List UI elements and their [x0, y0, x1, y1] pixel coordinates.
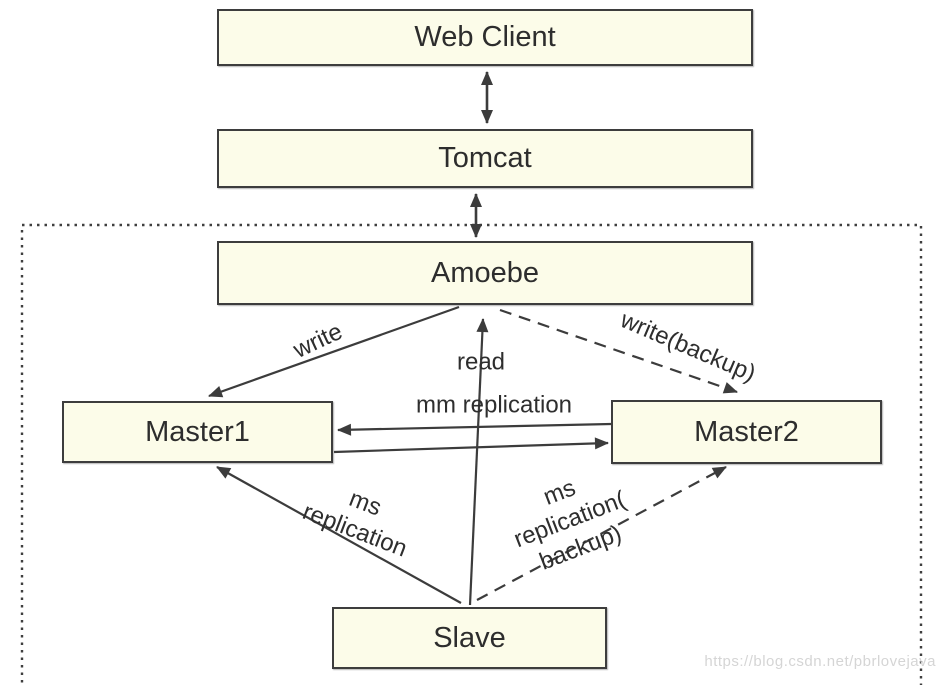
cluster-dotted-border [20, 223, 923, 685]
edge-label-mm-replication: mm replication [415, 391, 573, 419]
node-master1-label: Master1 [145, 415, 250, 448]
node-master2-label: Master2 [694, 415, 799, 448]
node-slave: Slave [332, 607, 607, 669]
arrow-ms-replication-slave-master1 [216, 466, 462, 604]
arrow-ms-replication-backup-slave-master2 [476, 466, 727, 601]
node-web-client-label: Web Client [414, 21, 556, 53]
arrow-mm-replication-master2-master1 [337, 422, 612, 436]
watermark-url: https://blog.csdn.net/pbrlovejava [704, 653, 936, 670]
node-master1: Master1 [62, 401, 333, 463]
node-web-client: Web Client [217, 9, 753, 66]
node-tomcat: Tomcat [217, 129, 753, 188]
arrow-write-backup-amoebe-master2 [499, 308, 738, 394]
node-amoebe: Amoebe [217, 241, 753, 305]
node-slave-label: Slave [433, 621, 506, 654]
arrow-read-slave-amoebe [468, 318, 489, 606]
arrow-mm-replication-master1-master2 [333, 437, 609, 454]
node-tomcat-label: Tomcat [438, 142, 532, 174]
arrow-write-amoebe-master1 [208, 305, 460, 398]
node-master2: Master2 [611, 400, 882, 464]
node-amoebe-label: Amoebe [430, 256, 539, 289]
edge-label-read: read [456, 348, 506, 376]
